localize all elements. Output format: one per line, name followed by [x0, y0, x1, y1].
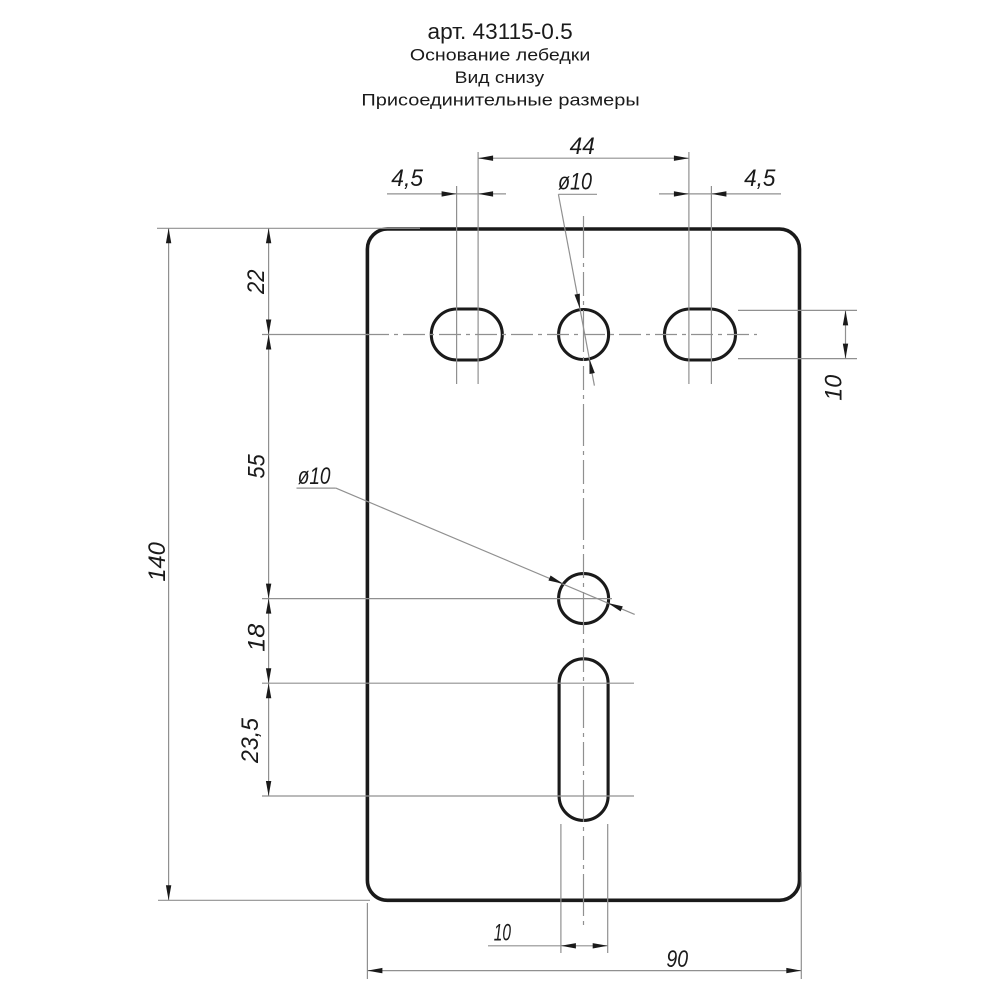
svg-text:22: 22 [243, 269, 270, 295]
svg-text:ø10: ø10 [558, 169, 592, 196]
svg-text:арт. 43115-0.5: арт. 43115-0.5 [428, 19, 573, 44]
svg-text:ø10: ø10 [298, 463, 331, 490]
svg-text:4,5: 4,5 [744, 165, 776, 192]
svg-text:23,5: 23,5 [237, 718, 264, 764]
svg-text:Вид снизу: Вид снизу [455, 68, 545, 87]
svg-text:140: 140 [144, 542, 171, 582]
svg-text:10: 10 [821, 374, 848, 400]
svg-text:55: 55 [244, 454, 271, 479]
svg-text:10: 10 [494, 920, 511, 947]
svg-text:44: 44 [570, 133, 595, 160]
svg-text:Присоединительные размеры: Присоединительные размеры [361, 91, 639, 110]
svg-text:90: 90 [666, 946, 688, 973]
svg-text:Основание лебедки: Основание лебедки [410, 45, 590, 64]
svg-text:18: 18 [244, 623, 271, 651]
svg-text:4,5: 4,5 [391, 165, 423, 192]
